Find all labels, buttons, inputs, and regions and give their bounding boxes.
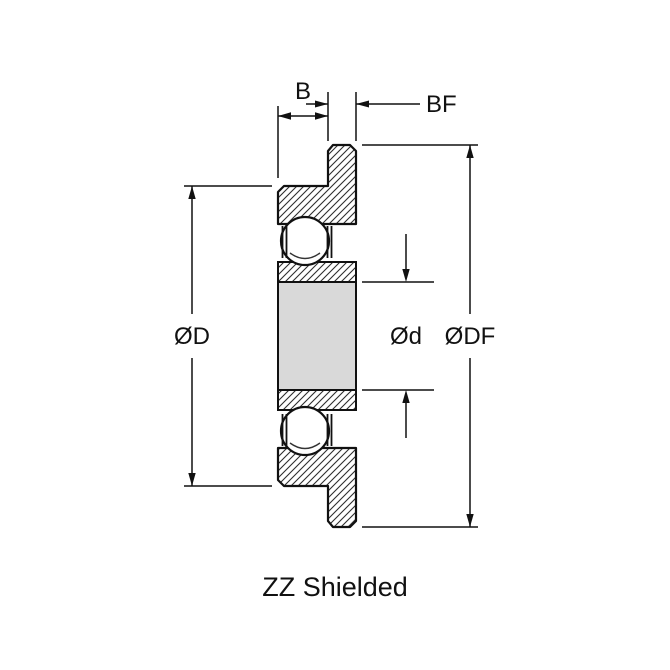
dimension-outer-diameter-od: ØD xyxy=(174,185,272,487)
outer-ring-flange-top-section xyxy=(276,143,358,226)
d-arrow-top xyxy=(402,269,410,282)
od-extension-lines xyxy=(184,185,272,487)
bf-arrow-right xyxy=(356,100,369,108)
ball-bottom xyxy=(279,405,331,457)
odf-label: ØDF xyxy=(445,323,496,350)
odf-arrow-top xyxy=(466,145,474,158)
d-arrow-bottom xyxy=(402,390,410,403)
ball-top-shading xyxy=(289,252,321,260)
shield-top-right xyxy=(326,226,333,258)
d-extension-lines xyxy=(362,281,434,391)
b-label: B xyxy=(295,78,311,105)
outer-ring-flange-bottom-section xyxy=(276,446,358,529)
shield-bottom-left xyxy=(281,414,288,446)
shield-top-left xyxy=(281,226,288,258)
dimension-flange-diameter-odf: ØDF xyxy=(362,144,496,528)
od-arrow-bottom xyxy=(188,473,196,486)
odf-arrow-bottom xyxy=(466,514,474,527)
ball-top xyxy=(279,215,331,267)
dimension-width-b: B xyxy=(277,78,329,178)
inner-ring-top-section xyxy=(277,261,357,283)
dimension-bore-diameter-d: Ød xyxy=(362,234,434,438)
bf-arrow-left xyxy=(315,100,328,108)
caption: ZZ Shielded xyxy=(262,572,408,602)
ball-bottom-shading xyxy=(289,442,321,450)
dimension-flange-width-bf: BF xyxy=(306,91,457,141)
bf-label: BF xyxy=(426,91,457,118)
od-label: ØD xyxy=(174,323,210,350)
bearing-body xyxy=(276,143,358,529)
b-arrow-left xyxy=(278,112,291,120)
d-label: Ød xyxy=(390,323,422,350)
bore-section xyxy=(277,281,357,391)
odf-extension-lines xyxy=(362,144,478,528)
od-arrow-top xyxy=(188,186,196,199)
b-arrow-right xyxy=(315,112,328,120)
inner-ring-bottom-section xyxy=(277,389,357,411)
shield-bottom-right xyxy=(326,414,333,446)
